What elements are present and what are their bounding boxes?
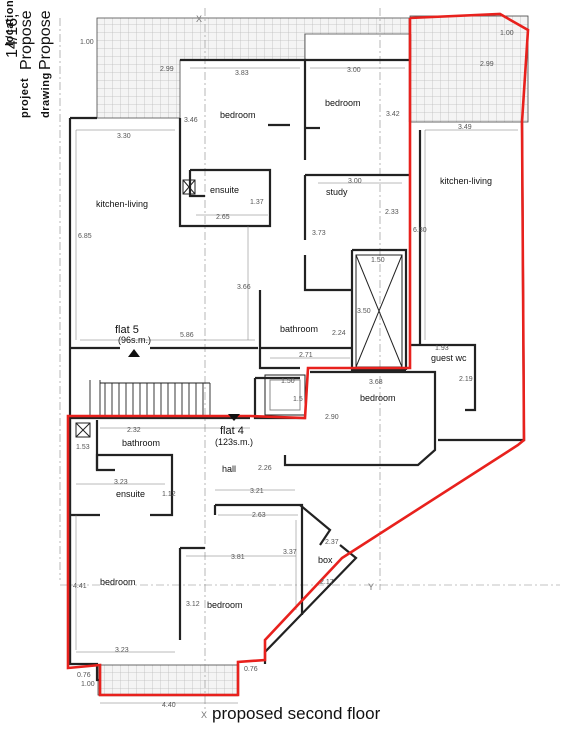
terrace-bottom [97,664,239,696]
entry-markers [128,349,240,421]
dim-label: 1.93 [435,345,449,352]
room-guestwc-f4: guest wc [431,353,467,363]
flat4-area: (123s.m.) [215,437,253,447]
axis-x-top: X [196,14,202,24]
dim-label: 2.99 [480,61,494,68]
dim-label: 1.37 [250,199,264,206]
room-ensuite-f4: ensuite [116,489,145,499]
dim-label: 2.90 [325,414,339,421]
dim-label: 3.30 [117,133,131,140]
walls [68,34,526,697]
flat5-area: (96s.m.) [118,335,151,345]
dim-label: 2.65 [216,214,230,221]
room-bedroom-f4-c: bedroom [207,600,243,610]
dim-label: 2.99 [160,66,174,73]
dim-label: 3.46 [184,117,198,124]
axis-y-right: Y [368,582,374,592]
dim-label: 4.40 [162,702,176,709]
axis-x-bottom: X [201,710,207,720]
dim-label: 5.86 [180,332,194,339]
room-kitchen-f4: kitchen-living [440,176,492,186]
dim-label: 2.24 [332,330,346,337]
dim-label: 2.32 [127,427,141,434]
room-bedroom-f5-b: bedroom [325,98,361,108]
dim-label: 1.50 [281,378,295,385]
flat5-entry-marker [128,349,140,357]
dim-label: 2.71 [299,352,313,359]
room-bathroom-f5: bathroom [280,324,318,334]
flat4-entry-marker [228,414,240,421]
dim-label: 1.50 [371,257,385,264]
dim-label: 1.00 [80,39,94,46]
dim-label: 3.12 [186,601,200,608]
lift-shafts [75,179,403,438]
dim-label: 3.66 [237,284,251,291]
room-bedroom-f5-a: bedroom [220,110,256,120]
dim-label: 6.80 [413,227,427,234]
dim-label: 1.00 [81,681,95,688]
terrace-top-right [409,15,529,123]
dim-label: 3.00 [348,178,362,185]
axis-lines [59,8,560,712]
dim-label: 3.21 [250,488,264,495]
dim-label: 1.53 [76,444,90,451]
flat5-name: flat 5 [115,324,139,336]
room-box-f4: box [318,555,333,565]
dim-label: 3.23 [115,647,129,654]
dim-label: 3.00 [347,67,361,74]
dim-label: 3.73 [312,230,326,237]
dim-label: 6.85 [78,233,92,240]
staircase [89,380,211,418]
dim-label: 1.00 [500,30,514,37]
dimension-lines [75,67,518,704]
dim-label: 3.42 [386,111,400,118]
room-bedroom-f4-a: bedroom [360,393,396,403]
flat4-boundary [66,12,530,697]
flat4-name: flat 4 [220,425,244,437]
dim-label: 2.37 [325,539,339,546]
terraces [96,15,529,696]
dim-label: 2.19 [459,376,473,383]
dim-label: 3.81 [231,554,245,561]
room-kitchen-f5: kitchen-living [96,199,148,209]
dim-label: 2.63 [252,512,266,519]
dim-label: 4.41 [73,583,87,590]
dim-label: 3.83 [235,70,249,77]
dim-label: 2.17 [320,579,334,586]
dim-label: 3.37 [283,549,297,556]
dim-label: 1.12 [162,491,176,498]
dim-label: 0.76 [244,666,258,673]
room-ensuite-f5: ensuite [210,185,239,195]
drawing-title: proposed second floor [212,704,381,723]
dim-label: 1.5 [293,396,303,403]
dim-label: 3.68 [369,379,383,386]
room-hall-f4: hall [222,464,236,474]
room-bathroom-f4: bathroom [122,438,160,448]
dim-label: 2.26 [258,465,272,472]
dim-label: 3.49 [458,124,472,131]
dim-label: 3.23 [114,479,128,486]
dim-label: 3.50 [357,308,371,315]
room-bedroom-f4-b: bedroom [100,577,136,587]
dim-label: 0.76 [77,672,91,679]
dim-label: 2.33 [385,209,399,216]
room-study-f5: study [326,187,348,197]
